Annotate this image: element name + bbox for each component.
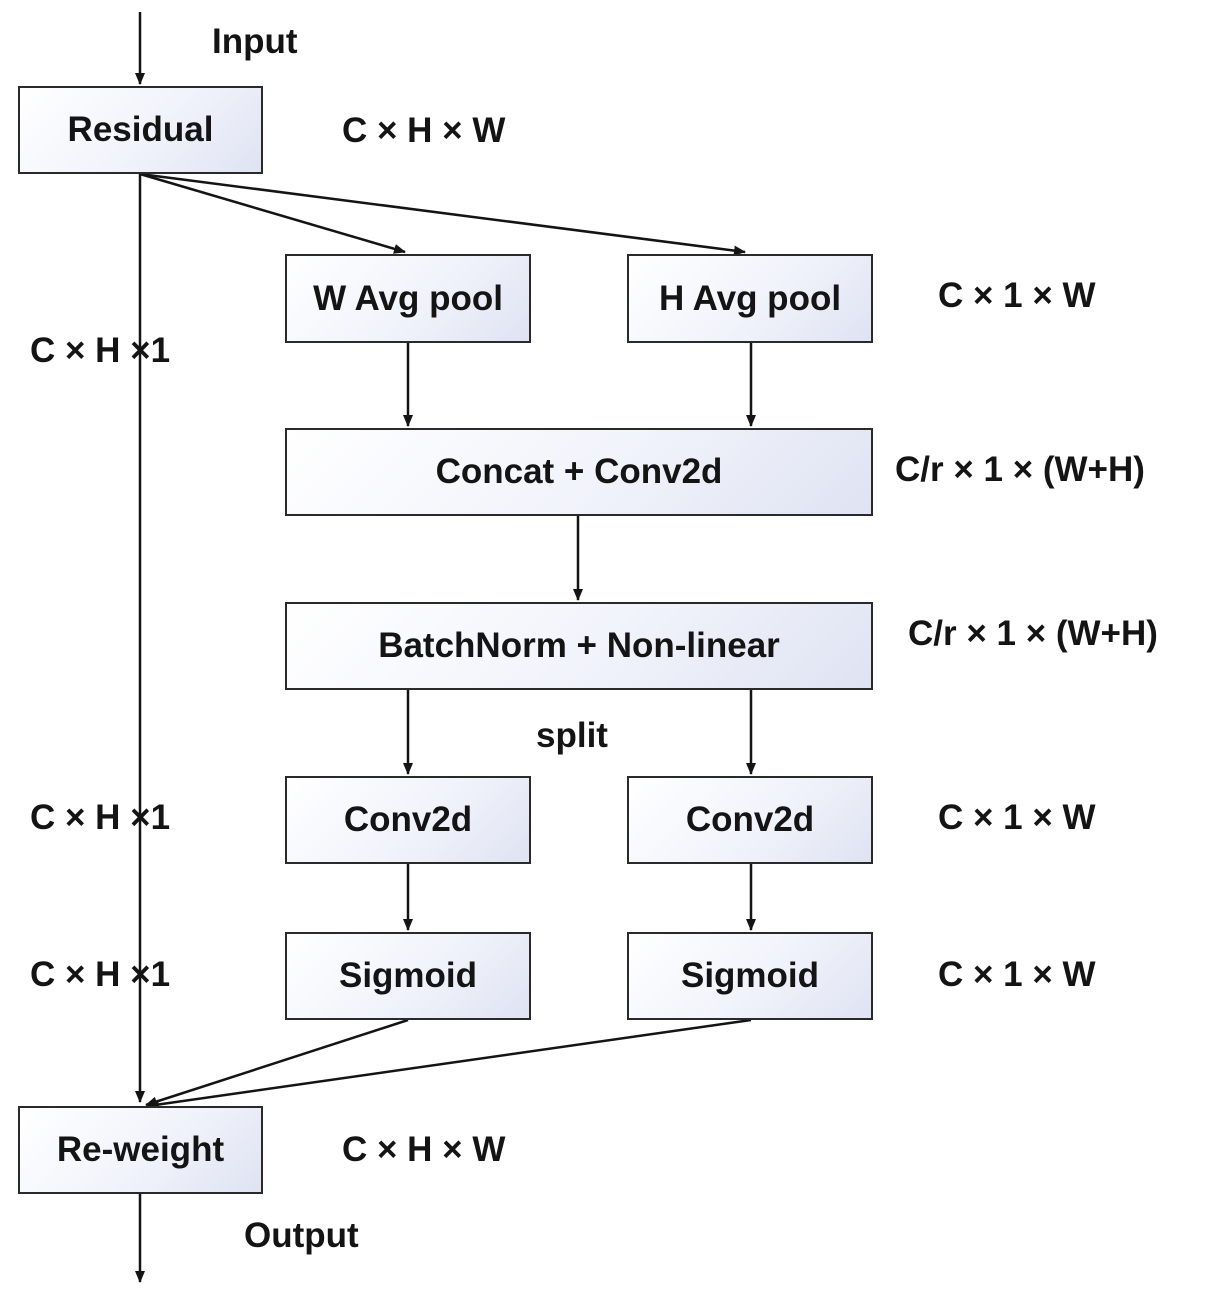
input-label: Input xyxy=(212,22,298,61)
h-avg-pool-label: H Avg pool xyxy=(658,278,842,318)
split-label: split xyxy=(536,716,608,755)
arrow-residual-to-h-pool xyxy=(139,172,746,256)
shape-residual: C × H × W xyxy=(342,111,506,150)
conv2d-right-label: Conv2d xyxy=(685,800,815,839)
arrow-sigmoid-left-to-reweight xyxy=(145,1018,409,1107)
output-label: Output xyxy=(244,1216,359,1255)
arrow-sigmoid-right-to-reweight xyxy=(147,1018,752,1110)
reweight-block: Re-weight xyxy=(18,1106,263,1194)
residual-block: Residual xyxy=(18,86,263,174)
sigmoid-right-label: Sigmoid xyxy=(680,956,820,995)
sigmoid-left-label: Sigmoid xyxy=(338,956,478,995)
residual-label: Residual xyxy=(67,110,214,149)
h-avg-pool-block: H Avg pool xyxy=(627,254,873,343)
w-avg-pool-block: W Avg pool xyxy=(285,254,531,343)
reweight-label: Re-weight xyxy=(56,1130,225,1169)
shape-conv-right: C × 1 × W xyxy=(938,798,1096,837)
batchnorm-label: BatchNorm + Non-linear xyxy=(378,626,780,665)
sigmoid-left-block: Sigmoid xyxy=(285,932,531,1020)
concat-conv2d-label: Concat + Conv2d xyxy=(435,452,723,491)
shape-sigmoid-right: C × 1 × W xyxy=(938,955,1096,994)
shape-sigmoid-left: C × H ×1 xyxy=(30,955,171,994)
shape-concat: C/r × 1 × (W+H) xyxy=(895,450,1145,489)
shape-batchnorm: C/r × 1 × (W+H) xyxy=(908,614,1158,653)
shape-left-skip: C × H ×1 xyxy=(30,331,171,370)
concat-conv2d-block: Concat + Conv2d xyxy=(285,428,873,516)
shape-reweight: C × H × W xyxy=(342,1130,506,1169)
batchnorm-block: BatchNorm + Non-linear xyxy=(285,602,873,690)
conv2d-right-block: Conv2d xyxy=(627,776,873,864)
shape-pool: C × 1 × W xyxy=(938,276,1096,315)
shape-conv-left: C × H ×1 xyxy=(30,798,171,837)
conv2d-left-block: Conv2d xyxy=(285,776,531,864)
w-avg-pool-label: W Avg pool xyxy=(313,278,503,318)
conv2d-left-label: Conv2d xyxy=(343,800,473,839)
sigmoid-right-block: Sigmoid xyxy=(627,932,873,1020)
arrow-residual-to-w-pool xyxy=(139,172,406,254)
